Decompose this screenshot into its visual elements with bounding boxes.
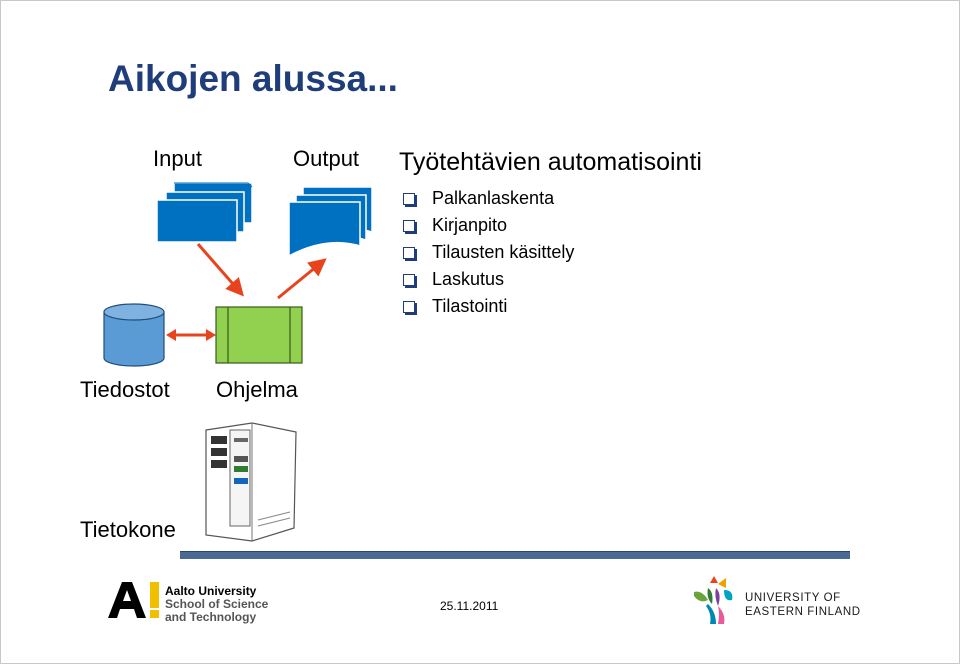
checkbox-bullet-icon [403, 246, 415, 259]
program-box [215, 306, 303, 364]
input-to-program-arrow [196, 243, 244, 297]
computer-label: Tietokone [80, 517, 176, 542]
aalto-line-3: and Technology [165, 610, 257, 624]
files-label: Tiedostot [80, 377, 170, 402]
output-label: Output [293, 146, 360, 171]
aalto-logo-text: Aalto University School of Science and T… [165, 585, 268, 624]
tasks-heading: Työtehtävien automatisointi [399, 148, 702, 176]
program-to-output-arrow [277, 258, 327, 300]
checkbox-bullet-icon [403, 192, 415, 205]
files-program-double-arrow [166, 329, 216, 341]
aalto-logo-icon [108, 582, 159, 618]
uef-line-2: EASTERN FINLAND [745, 606, 861, 618]
checkbox-bullet-icon [403, 219, 415, 232]
output-documents-icon [288, 186, 373, 258]
uef-logo-icon [694, 576, 733, 624]
uef-line-1: UNIVERSITY OF [745, 592, 841, 604]
checkbox-bullet-icon [403, 300, 415, 313]
program-label: Ohjelma [216, 377, 298, 402]
task-item: Palkanlaskenta [403, 185, 574, 212]
uef-logo-text: UNIVERSITY OF EASTERN FINLAND [745, 591, 861, 619]
computer-tower-icon [205, 422, 297, 542]
task-item: Tilastointi [403, 293, 574, 320]
task-item: Tilausten käsittely [403, 239, 574, 266]
input-label: Input [153, 146, 202, 171]
checkbox-bullet-icon [403, 273, 415, 286]
footer-divider-bar [180, 551, 850, 559]
database-icon [103, 303, 165, 367]
task-item: Laskutus [403, 266, 574, 293]
input-cards-icon [156, 182, 253, 243]
slide-date: 25.11.2011 [440, 599, 499, 613]
aalto-line-1: Aalto University [165, 584, 257, 598]
task-item: Kirjanpito [403, 212, 574, 239]
slide-title: Aikojen alussa... [108, 58, 398, 99]
task-list: Palkanlaskenta Kirjanpito Tilausten käsi… [403, 185, 574, 320]
aalto-line-2: School of Science [165, 597, 269, 611]
